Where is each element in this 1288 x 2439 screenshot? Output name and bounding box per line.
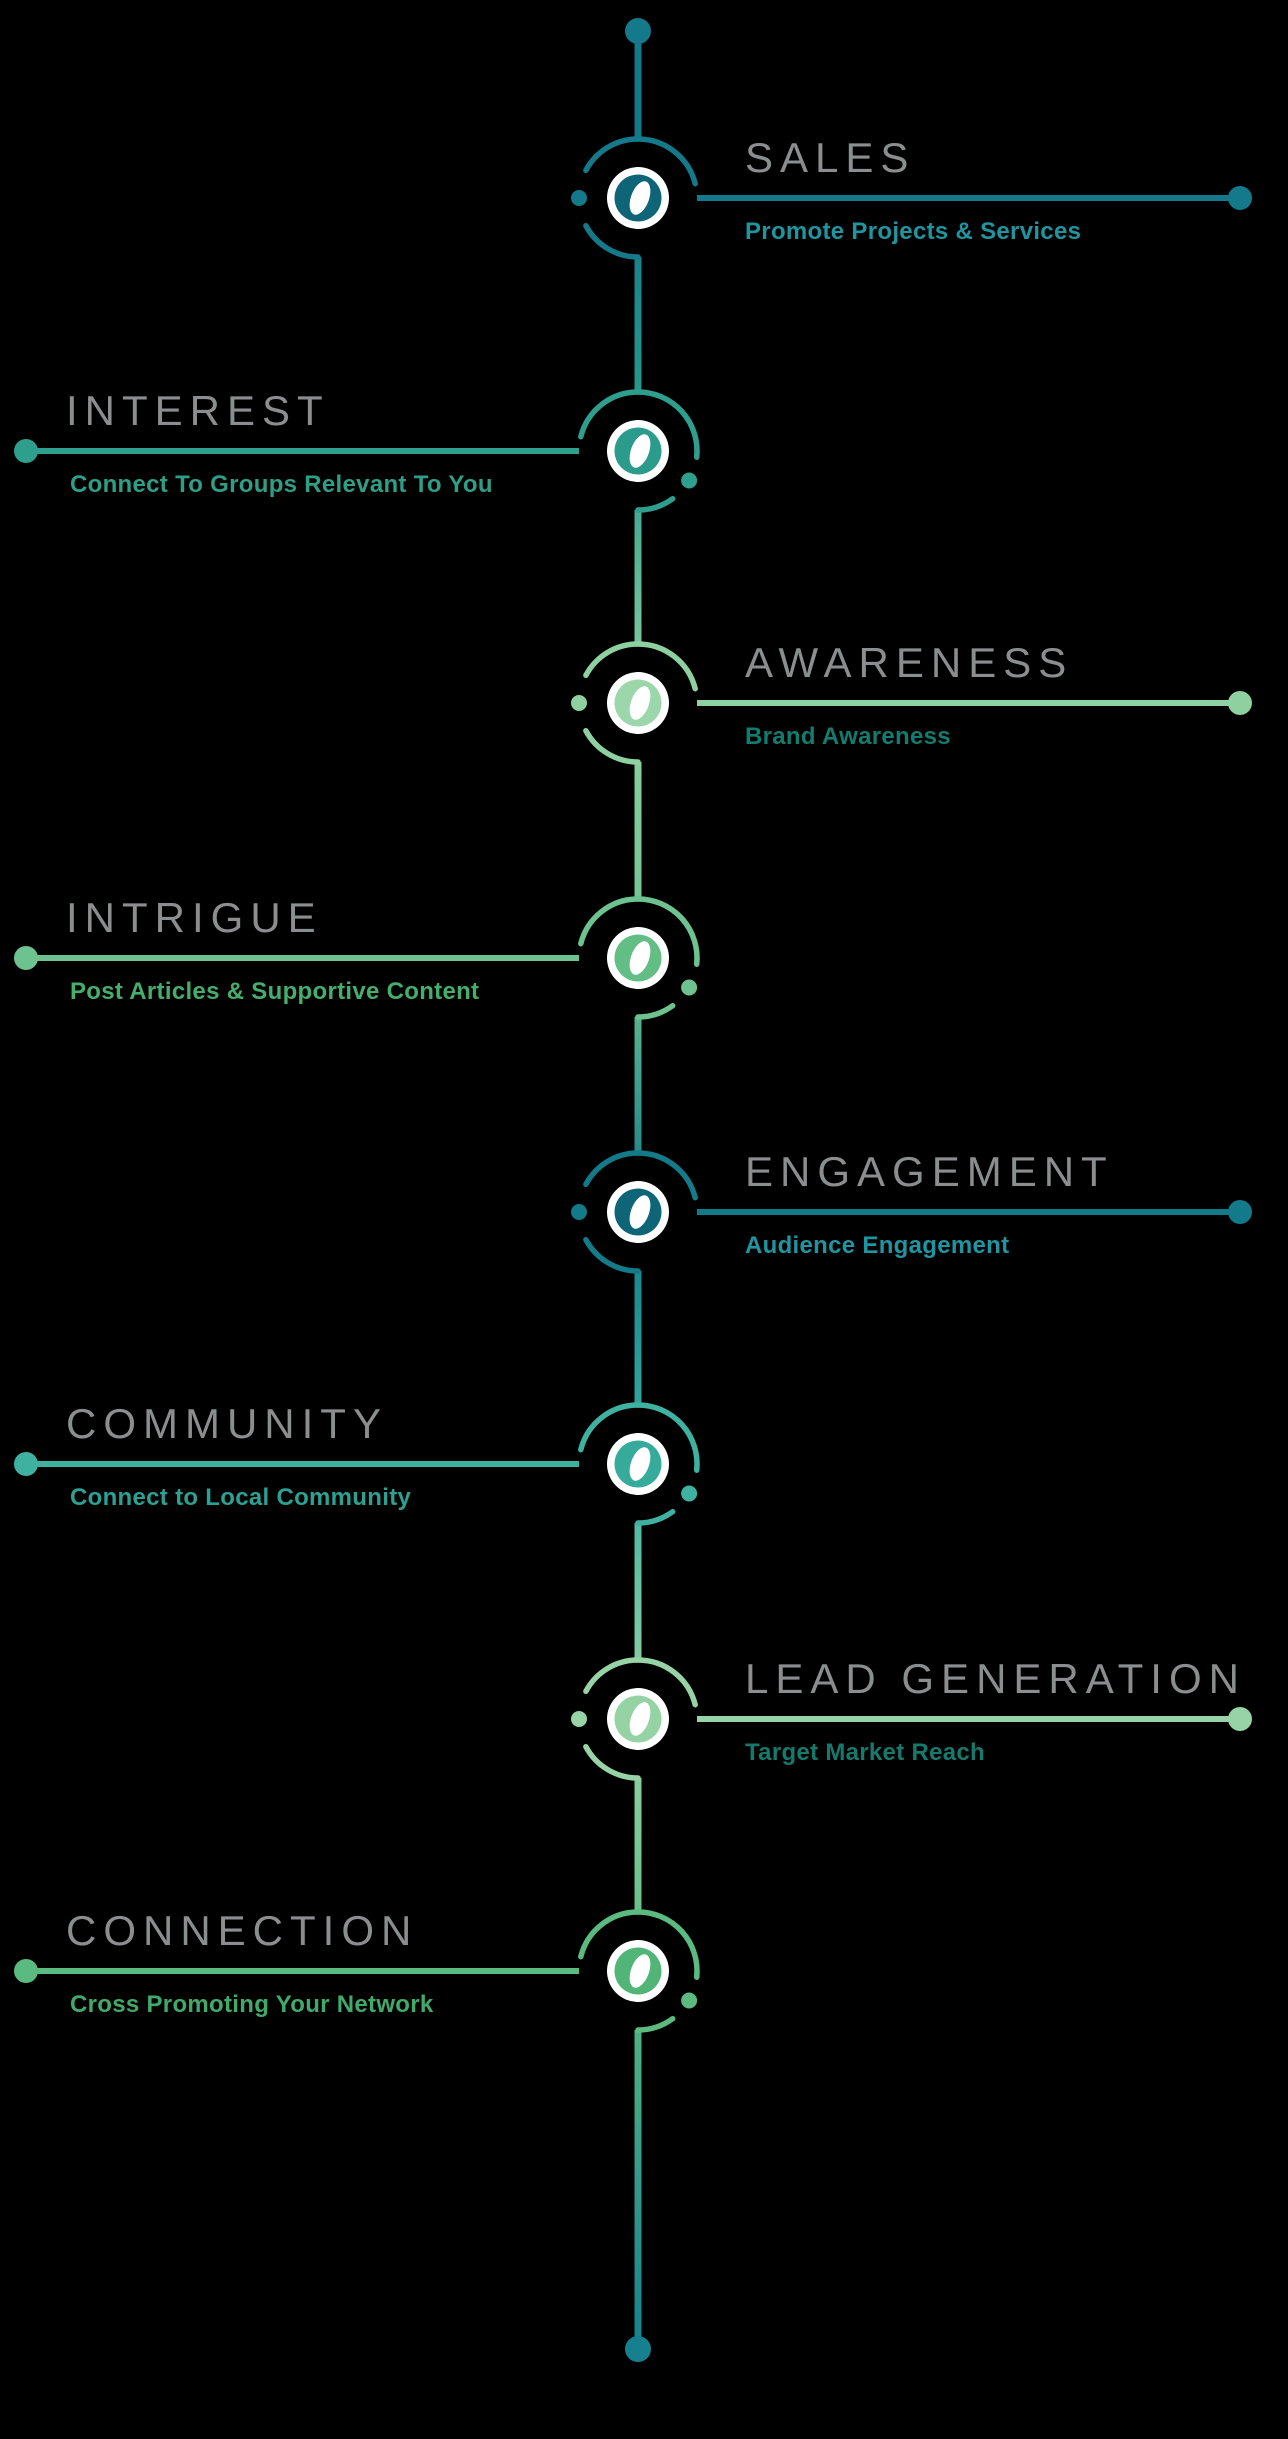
item-title: AWARENESS: [745, 639, 1074, 686]
timeline-node: [571, 136, 1252, 260]
node-lens-icon: [629, 1447, 651, 1481]
accent-dot: [571, 695, 587, 711]
accent-dot: [681, 1485, 698, 1502]
accent-dot: [571, 1204, 587, 1220]
item-title: LEAD GENERATION: [745, 1655, 1246, 1702]
branch-end-dot: [14, 1959, 38, 1983]
accent-dot: [681, 979, 698, 996]
accent-dot: [681, 472, 698, 489]
node-lens-icon: [629, 686, 651, 720]
branch-end-dot: [14, 946, 38, 970]
item-subtitle: Promote Projects & Services: [745, 218, 1082, 245]
accent-dot: [571, 190, 587, 206]
item-title: COMMUNITY: [66, 1400, 388, 1447]
timeline-node: [14, 389, 700, 513]
timeline-node: [571, 1150, 1252, 1274]
item-subtitle: Target Market Reach: [745, 1739, 986, 1766]
accent-dot: [681, 1992, 698, 2009]
branch-end-dot: [1228, 1707, 1252, 1731]
node-lens-icon: [629, 1702, 651, 1736]
item-subtitle: Connect To Groups Relevant To You: [70, 471, 493, 498]
timeline-start-dot: [625, 18, 651, 44]
accent-dot: [571, 1711, 587, 1727]
timeline-node: [14, 1402, 700, 1526]
item-title: CONNECTION: [66, 1907, 419, 1954]
timeline-end-dot: [625, 2336, 651, 2362]
branch-end-dot: [1228, 1200, 1252, 1224]
item-subtitle: Connect to Local Community: [70, 1484, 412, 1511]
timeline-node: [14, 1909, 700, 2033]
timeline-node: [14, 896, 700, 1020]
timeline-node: [571, 1657, 1252, 1781]
node-lens-icon: [629, 434, 651, 468]
item-subtitle: Brand Awareness: [745, 723, 951, 750]
item-subtitle: Cross Promoting Your Network: [70, 1991, 434, 2018]
item-subtitle: Audience Engagement: [745, 1232, 1010, 1259]
branch-end-dot: [1228, 691, 1252, 715]
branch-end-dot: [14, 439, 38, 463]
item-subtitle: Post Articles & Supportive Content: [70, 978, 480, 1005]
item-title: ENGAGEMENT: [745, 1148, 1114, 1195]
item-title: SALES: [745, 134, 916, 181]
node-lens-icon: [629, 941, 651, 975]
node-lens-icon: [629, 1195, 651, 1229]
item-title: INTEREST: [66, 387, 330, 434]
node-lens-icon: [629, 1954, 651, 1988]
node-lens-icon: [629, 181, 651, 215]
branch-end-dot: [1228, 186, 1252, 210]
timeline-node: [571, 641, 1252, 765]
branch-end-dot: [14, 1452, 38, 1476]
item-title: INTRIGUE: [66, 894, 323, 941]
